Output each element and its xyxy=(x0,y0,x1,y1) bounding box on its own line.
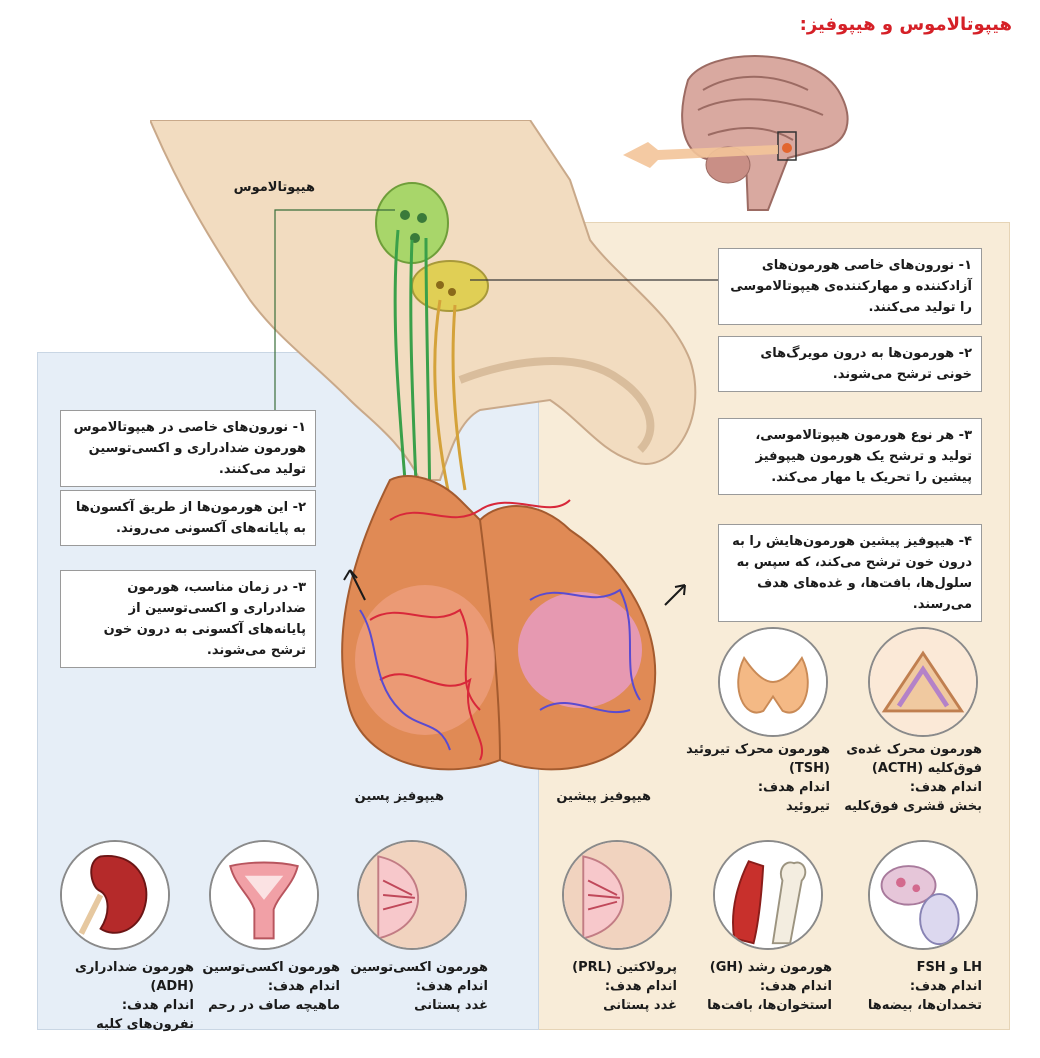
target-hormone-name: هورمون اکسی‌توسین xyxy=(202,960,340,975)
adh-caption: هورمون ضدادراری (ADH) اندام هدف: نفرون‌ه… xyxy=(44,958,194,1034)
adrenal-cortex-icon xyxy=(868,627,978,737)
target-organ: تیروئید xyxy=(785,799,830,814)
acth-caption: هورمون محرک غده‌ی فوق‌کلیه (ACTH) اندام … xyxy=(832,740,982,816)
target-organ-label: اندام هدف: xyxy=(759,979,832,994)
target-organ: تخمدان‌ها، بیضه‌ها xyxy=(867,998,982,1013)
target-organ-label: اندام هدف: xyxy=(415,979,488,994)
gh-caption: هورمون رشد (GH) اندام هدف: استخوان‌ها، ب… xyxy=(682,958,832,1015)
anterior-pituitary-label: هیپوفیز پیشین xyxy=(556,789,651,804)
page-title: هیپوتالاموس و هیپوفیز: xyxy=(799,14,1012,35)
target-hormone-name: پرولاکتین (PRL) xyxy=(572,960,677,975)
oxytocin-breast-caption: هورمون اکسی‌توسین اندام هدف: غدد پستانی xyxy=(338,958,488,1015)
target-hormone-name: هورمون محرک تیروئید (TSH) xyxy=(686,742,830,776)
target-organ-label: اندام هدف: xyxy=(267,979,340,994)
target-organ: بخش قشری فوق‌کلیه xyxy=(844,799,982,814)
anterior-step-4: ۴- هیپوفیز پیشین هورمون‌هایش را به درون … xyxy=(718,524,982,622)
target-organ: ماهیچه صاف در رحم xyxy=(208,998,340,1013)
bone-muscle-icon xyxy=(713,840,823,950)
target-organ-label: اندام هدف: xyxy=(909,979,982,994)
target-organ-label: اندام هدف: xyxy=(757,780,830,795)
target-hormone-name: LH و FSH xyxy=(916,960,982,975)
anterior-step-3: ۳- هر نوع هورمون هیپوتالاموسی، تولید و ت… xyxy=(718,418,982,495)
thyroid-icon xyxy=(718,627,828,737)
target-organ: نفرون‌های کلیه xyxy=(96,1017,194,1032)
target-hormone-name: هورمون رشد (GH) xyxy=(709,960,832,975)
oxytocin-uterus-caption: هورمون اکسی‌توسین اندام هدف: ماهیچه صاف … xyxy=(190,958,340,1015)
tsh-caption: هورمون محرک تیروئید (TSH) اندام هدف: تیر… xyxy=(680,740,830,816)
target-hormone-name: هورمون ضدادراری (ADH) xyxy=(74,960,194,994)
ovary-testis-icon xyxy=(868,840,978,950)
anterior-step-2: ۲- هورمون‌ها به درون مویرگ‌های خونی ترشح… xyxy=(718,336,982,392)
mammary-gland-icon xyxy=(357,840,467,950)
posterior-step-1: ۱- نورون‌های خاصی در هیپوتالاموس هورمون … xyxy=(60,410,316,487)
target-organ-label: اندام هدف: xyxy=(909,780,982,795)
anterior-step-1: ۱- نورون‌های خاصی هورمون‌های آزادکننده و… xyxy=(718,248,982,325)
posterior-step-3: ۳- در زمان مناسب، هورمون ضدادراری و اکسی… xyxy=(60,570,316,668)
kidney-icon xyxy=(60,840,170,950)
target-organ: غدد پستانی xyxy=(414,998,488,1013)
target-organ-label: اندام هدف: xyxy=(604,979,677,994)
pituitary-gland xyxy=(341,475,686,771)
hypothalamus-label: هیپوتالاموس xyxy=(233,180,315,195)
posterior-pituitary-label: هیپوفیز پسین xyxy=(354,789,444,804)
mammary-gland-icon xyxy=(562,840,672,950)
prl-caption: پرولاکتین (PRL) اندام هدف: غدد پستانی xyxy=(527,958,677,1015)
target-organ: استخوان‌ها، بافت‌ها xyxy=(707,998,832,1013)
lh-fsh-caption: LH و FSH اندام هدف: تخمدان‌ها، بیضه‌ها xyxy=(832,958,982,1015)
target-hormone-name: هورمون محرک غده‌ی فوق‌کلیه (ACTH) xyxy=(846,742,982,776)
target-hormone-name: هورمون اکسی‌توسین xyxy=(350,960,488,975)
target-organ: غدد پستانی xyxy=(603,998,677,1013)
posterior-step-2: ۲- این هورمون‌ها از طریق آکسون‌ها به پای… xyxy=(60,490,316,546)
target-organ-label: اندام هدف: xyxy=(121,998,194,1013)
uterus-icon xyxy=(209,840,319,950)
brain-thumbnail xyxy=(623,55,849,211)
